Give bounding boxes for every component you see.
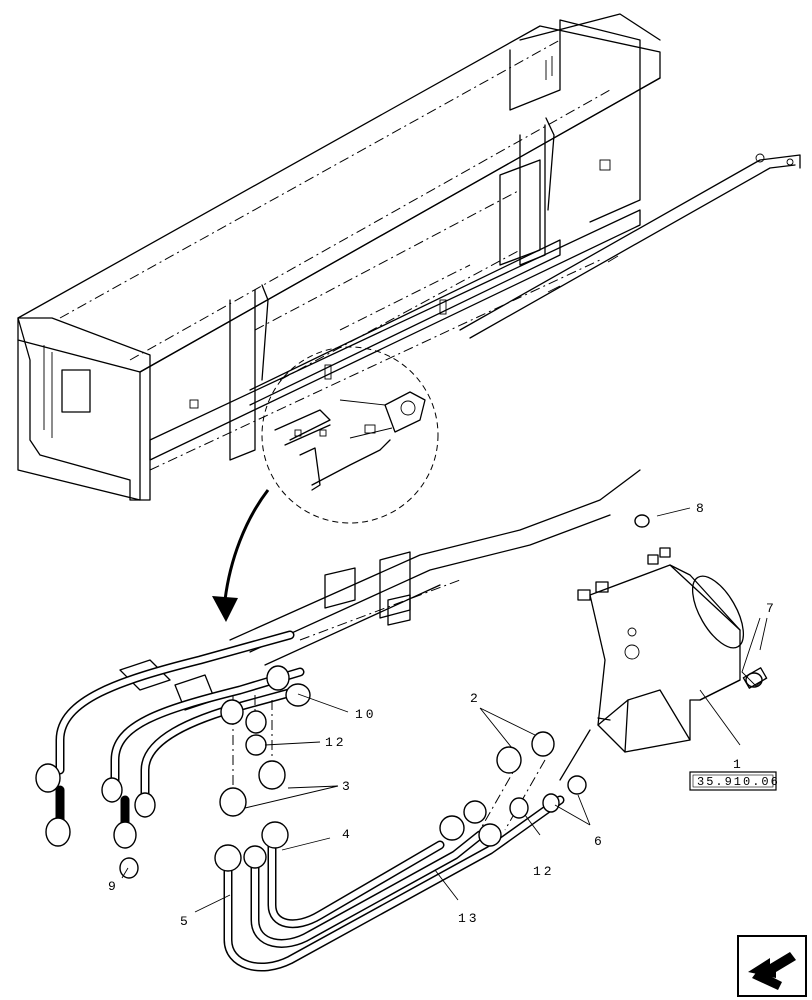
- callout-12-upper: 12: [325, 735, 347, 750]
- callout-1: 1: [733, 757, 744, 772]
- callout-12-lower: 12: [533, 864, 555, 879]
- frame-assembly: [17, 13, 801, 501]
- detail-arrow: [212, 489, 270, 622]
- leader-lines: [121, 507, 768, 913]
- callout-5: 5: [180, 914, 191, 929]
- callout-2: 2: [470, 691, 481, 706]
- callout-7: 7: [766, 601, 777, 616]
- detail-view-circle: [261, 346, 439, 524]
- callout-labels: 1 2 3 4 5 6 7 8 9 10 12 12 13: [108, 501, 777, 929]
- reference-box: 35.910.06: [689, 771, 780, 791]
- callout-8: 8: [696, 501, 707, 516]
- fittings: [35, 514, 763, 879]
- callout-10: 10: [355, 707, 377, 722]
- callout-6: 6: [594, 834, 605, 849]
- tube-assembly: [55, 469, 641, 972]
- valve-block: [577, 547, 768, 753]
- return-arrow-icon[interactable]: [737, 935, 807, 997]
- callout-13: 13: [458, 911, 480, 926]
- callout-4: 4: [342, 827, 353, 842]
- callout-9: 9: [108, 879, 119, 894]
- reference-text: 35.910.06: [697, 775, 780, 789]
- callout-3: 3: [342, 779, 353, 794]
